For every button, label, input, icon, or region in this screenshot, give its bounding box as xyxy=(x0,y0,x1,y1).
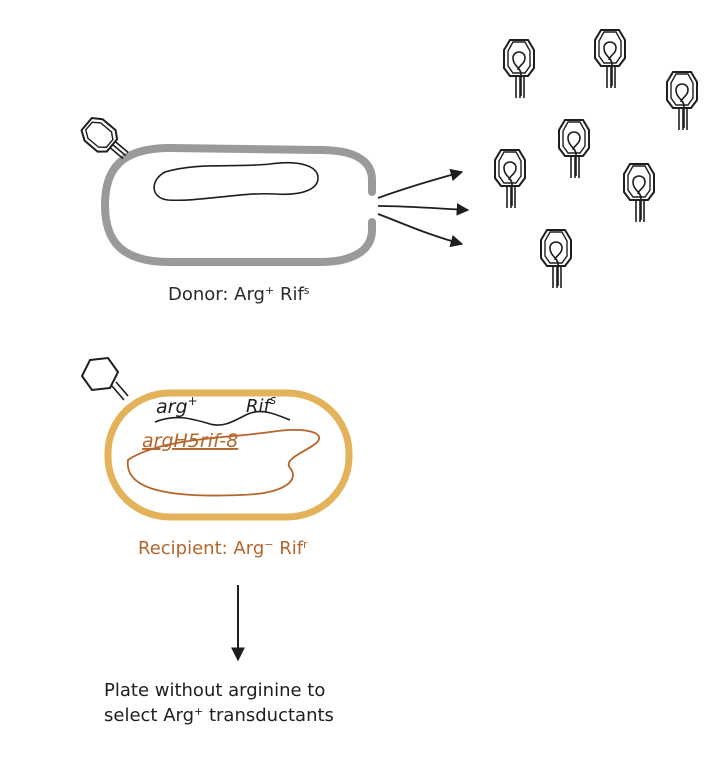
plate-instruction-line1: Plate without arginine to xyxy=(104,678,334,703)
recipient-cell-envelope xyxy=(108,393,349,517)
mutant-allele-label: argH5rif-8 xyxy=(142,430,238,452)
injecting-phage xyxy=(82,358,128,400)
phage-icon xyxy=(624,164,654,222)
phage-icon xyxy=(667,72,697,130)
recipient-label: Recipient: Arg− Rifr xyxy=(138,538,308,559)
release-arrow-up xyxy=(378,172,462,198)
plate-instruction-line2: select Arg+ transductants xyxy=(104,703,334,728)
donor-chromosome xyxy=(154,163,318,201)
recipient-cell: arg+ Rifs argH5rif-8 xyxy=(82,358,349,517)
plate-instruction: Plate without arginine to select Arg+ tr… xyxy=(104,678,334,728)
phage-icon xyxy=(541,230,571,288)
phage-release-arrows xyxy=(378,172,468,244)
phage-icon xyxy=(504,40,534,98)
release-arrow-down xyxy=(378,214,462,244)
release-arrow-middle xyxy=(378,206,468,210)
phage-icon xyxy=(495,150,525,208)
phage-icon xyxy=(559,120,589,178)
phage-icon xyxy=(595,30,625,88)
gene-arg-label: arg+ xyxy=(156,394,198,418)
donor-label: Donor: Arg+ Rifs xyxy=(168,284,310,305)
donor-cell xyxy=(78,113,372,262)
released-phages xyxy=(495,30,697,288)
